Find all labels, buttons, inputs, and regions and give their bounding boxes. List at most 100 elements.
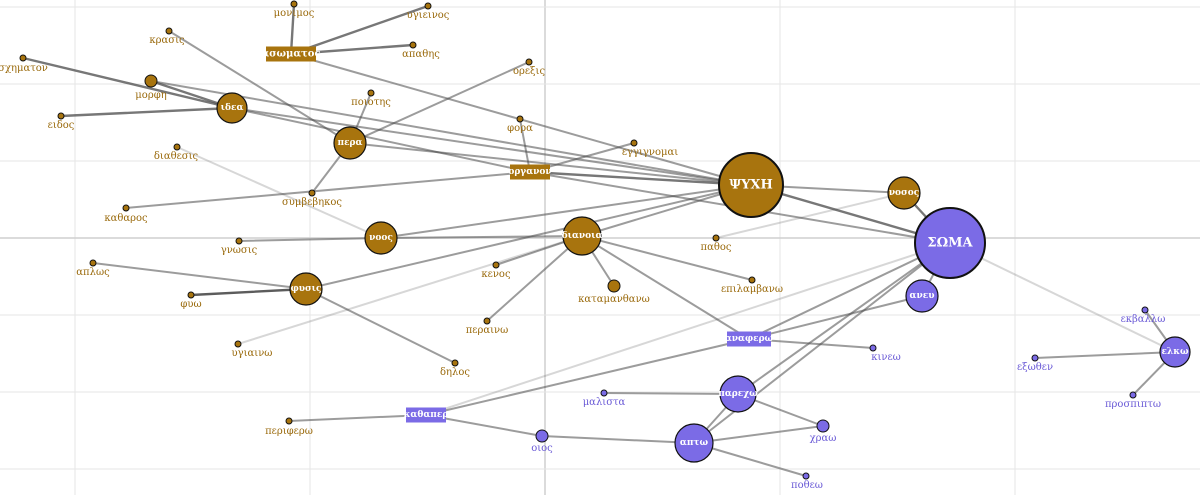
node-malista-dot[interactable] — [600, 389, 608, 397]
node-sxhmaton[interactable]: σχηματον — [0, 54, 48, 74]
node-katamanthanw-dot[interactable] — [607, 279, 621, 293]
node-apto-circle[interactable] — [674, 423, 714, 463]
node-mnemos-dot[interactable] — [290, 0, 298, 8]
node-kinew-dot[interactable] — [869, 344, 877, 352]
node-peripherw-dot[interactable] — [285, 417, 293, 425]
node-asomatos-box[interactable] — [266, 46, 316, 62]
node-parexw[interactable]: παρεχω — [718, 375, 758, 413]
node-aneu-circle[interactable] — [905, 279, 939, 313]
node-haplws[interactable]: απλως — [76, 259, 110, 278]
node-sxhmaton-dot[interactable] — [19, 54, 27, 62]
node-phyw[interactable]: φυω — [180, 291, 202, 310]
node-xraw[interactable]: χραω — [810, 419, 837, 444]
node-peripherw[interactable]: περιφερω — [265, 417, 313, 437]
node-ygieinos[interactable]: υγιεινος — [407, 2, 450, 21]
node-noos[interactable]: νοος — [364, 221, 398, 255]
node-apathes[interactable]: απαθης — [402, 41, 440, 60]
node-phyw-dot[interactable] — [187, 291, 195, 299]
node-ygieinos-dot[interactable] — [424, 2, 432, 10]
node-ygiainw[interactable]: υγιαινω — [232, 340, 273, 359]
node-idea-circle[interactable] — [216, 92, 248, 124]
node-oios[interactable]: οιος — [531, 429, 553, 454]
node-haplws-dot[interactable] — [89, 259, 97, 267]
node-diathesis[interactable]: διαθεσις — [154, 143, 199, 162]
node-ekballw[interactable]: εκβαλλω — [1121, 306, 1166, 325]
node-epilambanw-label: επιλαμβανω — [721, 284, 783, 295]
node-prospiptw[interactable]: προσπιπτω — [1105, 391, 1161, 410]
edge-asomatos-mnemos — [289, 2, 296, 56]
node-parexw-circle[interactable] — [719, 375, 757, 413]
node-xraw-dot[interactable] — [816, 419, 830, 433]
node-gnosis[interactable]: γνωσις — [221, 237, 258, 256]
node-soma[interactable]: ΣΩΜΑ — [914, 207, 986, 279]
node-mnemos[interactable]: μονιμος — [274, 0, 315, 19]
node-nosos-circle[interactable] — [887, 176, 921, 210]
node-krasis[interactable]: κρασις — [149, 27, 185, 46]
node-organon-box[interactable] — [510, 164, 550, 180]
node-krasis-dot[interactable] — [165, 27, 173, 35]
node-psyche-circle[interactable] — [718, 152, 784, 218]
node-psyche[interactable]: ΨΥΧΗ — [718, 152, 784, 218]
node-noos-circle[interactable] — [364, 221, 398, 255]
node-exothen-dot[interactable] — [1031, 354, 1039, 362]
node-pathos[interactable]: παθος — [701, 234, 732, 253]
node-asomatos[interactable]: ασωματος — [261, 46, 321, 62]
node-ekballw-dot[interactable] — [1141, 306, 1149, 314]
node-orexis-dot[interactable] — [525, 58, 533, 66]
node-pothew-dot[interactable] — [802, 472, 810, 480]
node-symbebekos[interactable]: συμβεβηκος — [282, 189, 342, 208]
node-phusis[interactable]: φυσις — [289, 272, 323, 306]
node-organon[interactable]: οργανον — [508, 164, 552, 180]
node-eidos[interactable]: ειδος — [48, 112, 75, 131]
node-phusis-circle[interactable] — [289, 272, 323, 306]
node-eidos-dot[interactable] — [57, 112, 65, 120]
node-kathaper[interactable]: καθαπερ — [404, 407, 449, 423]
node-katamanthanw[interactable]: καταμανθανω — [578, 279, 650, 305]
node-phora[interactable]: φορα — [507, 115, 533, 134]
node-pathos-dot[interactable] — [712, 234, 720, 242]
node-orexis[interactable]: ορεξις — [513, 58, 546, 77]
node-poiotes[interactable]: ποιοτης — [351, 89, 391, 108]
node-gnosis-dot[interactable] — [235, 237, 243, 245]
node-delos[interactable]: δηλος — [440, 359, 470, 378]
node-diathesis-dot[interactable] — [173, 143, 181, 151]
node-phora-dot[interactable] — [516, 115, 524, 123]
node-perainw-dot[interactable] — [483, 317, 491, 325]
node-prospiptw-dot[interactable] — [1129, 391, 1137, 399]
node-poiotes-dot[interactable] — [367, 89, 375, 97]
node-epilambanw-dot[interactable] — [748, 276, 756, 284]
node-kataros-dot[interactable] — [122, 204, 130, 212]
node-pera-circle[interactable] — [333, 126, 367, 160]
node-kataros[interactable]: καθαρος — [104, 204, 148, 224]
node-morphe[interactable]: μορφη — [135, 74, 167, 101]
node-epilambanw[interactable]: επιλαμβανω — [721, 276, 783, 295]
node-pera[interactable]: περα — [333, 126, 367, 160]
node-anapherw-box[interactable] — [727, 331, 771, 347]
node-nosos[interactable]: νοσος — [887, 176, 921, 210]
node-elkw[interactable]: ελκω — [1159, 336, 1191, 368]
node-symbebekos-dot[interactable] — [308, 189, 316, 197]
node-idea[interactable]: ιδεα — [216, 92, 248, 124]
node-exothen[interactable]: εξωθεν — [1017, 354, 1053, 373]
node-morphe-dot[interactable] — [144, 74, 158, 88]
node-kinew[interactable]: κινεω — [869, 344, 901, 363]
node-elkw-circle[interactable] — [1159, 336, 1191, 368]
node-aneu[interactable]: ανευ — [905, 279, 939, 313]
node-dianoia-circle[interactable] — [562, 216, 602, 256]
node-pothew[interactable]: ποθεω — [791, 472, 823, 491]
node-anapherw[interactable]: αναφερω — [725, 331, 774, 347]
node-malista[interactable]: μαλιστα — [583, 389, 626, 408]
node-kenos[interactable]: κενος — [481, 261, 511, 280]
node-apathes-dot[interactable] — [409, 41, 417, 49]
node-perainw[interactable]: περαινω — [466, 317, 509, 336]
node-ygiainw-dot[interactable] — [234, 340, 242, 348]
node-oios-dot[interactable] — [535, 429, 549, 443]
node-eggignomai-dot[interactable] — [630, 139, 638, 147]
node-delos-dot[interactable] — [451, 359, 459, 367]
node-apto[interactable]: απτω — [674, 423, 714, 463]
node-kathaper-box[interactable] — [406, 407, 446, 423]
node-kenos-dot[interactable] — [492, 261, 500, 269]
node-eggignomai[interactable]: εγγιγνομαι — [622, 139, 678, 158]
node-soma-circle[interactable] — [914, 207, 986, 279]
node-dianoia[interactable]: διανοια — [562, 216, 603, 256]
